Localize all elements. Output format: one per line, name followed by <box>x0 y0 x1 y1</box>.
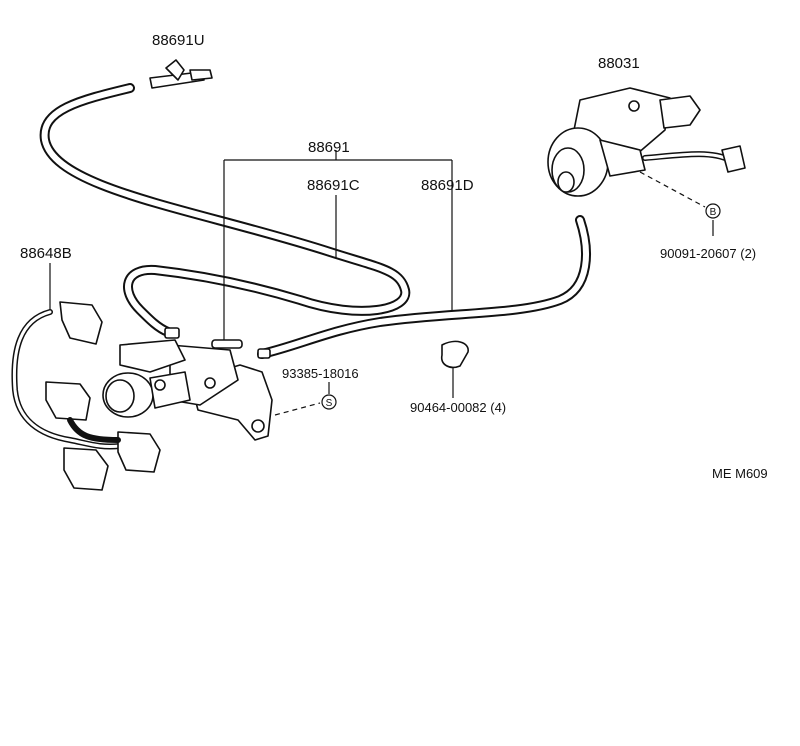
diagram-code: ME M609 <box>712 466 768 481</box>
label-88691: 88691 <box>308 139 350 156</box>
tee-joint-88691u <box>149 59 213 89</box>
label-88648b: 88648B <box>20 245 72 262</box>
leader-lines <box>49 150 714 416</box>
marker-s: S <box>321 394 337 410</box>
label-88691d: 88691D <box>421 177 474 194</box>
vacuum-switching-valve <box>102 327 273 441</box>
hose-88691c <box>39 83 411 337</box>
label-88691c: 88691C <box>307 177 360 194</box>
label-90091-20607: 90091-20607 (2) <box>660 246 756 261</box>
svg-text:S: S <box>326 398 333 409</box>
hose-88691d <box>257 215 591 359</box>
label-88031: 88031 <box>598 55 640 72</box>
marker-b: B <box>705 203 721 219</box>
svg-text:B: B <box>710 207 717 218</box>
vacuum-modulator-88031 <box>547 87 746 197</box>
wire-harness-88648b <box>11 301 161 491</box>
label-90464-00082: 90464-00082 (4) <box>410 400 506 415</box>
label-93385-18016: 93385-18016 <box>282 366 359 381</box>
label-88691u: 88691U <box>152 32 205 49</box>
hose-clip <box>440 340 469 369</box>
